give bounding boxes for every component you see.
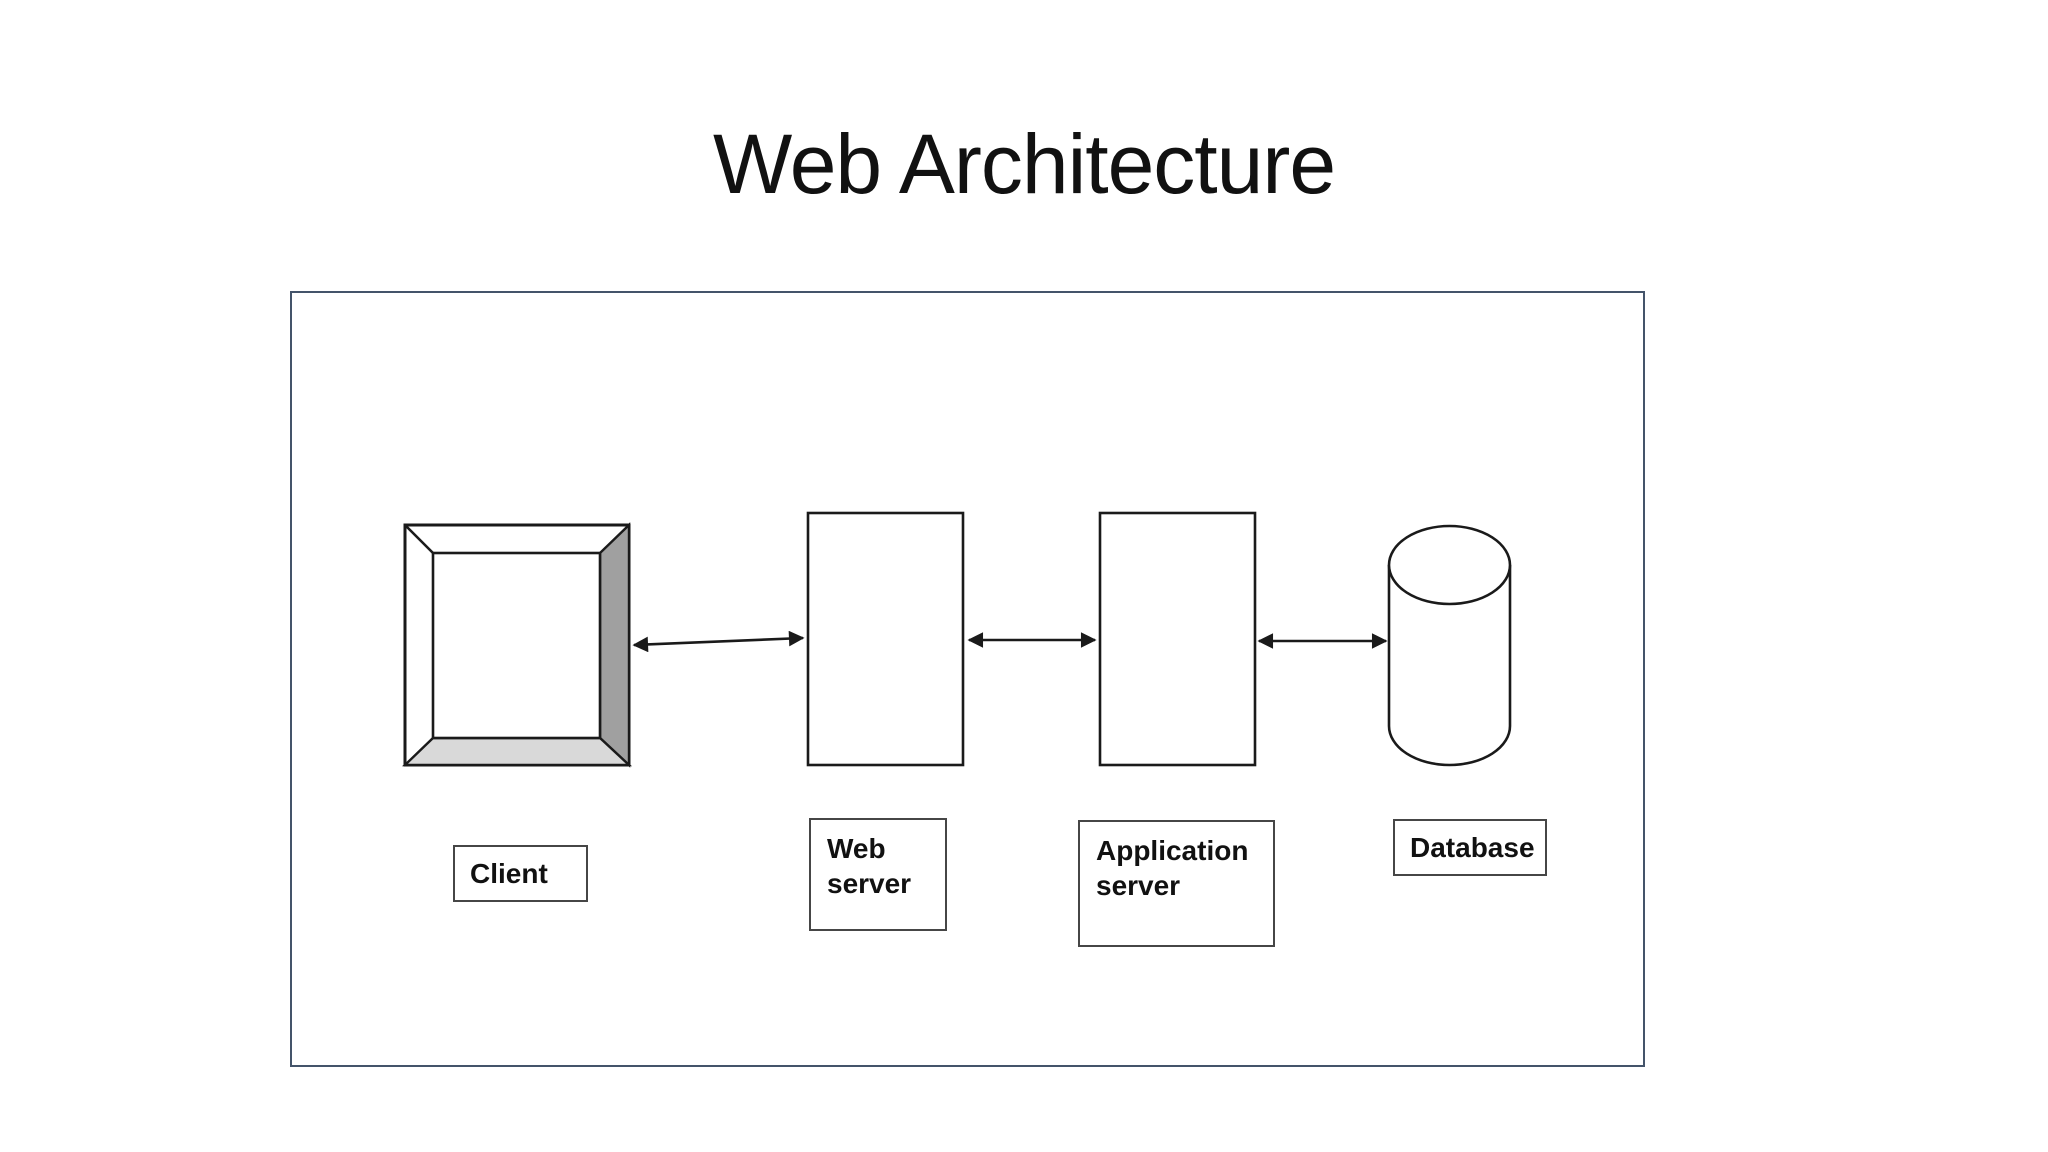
cylinder-body	[1387, 565, 1512, 767]
database-label: Database	[1393, 819, 1547, 876]
monitor-right-bevel	[598, 522, 631, 768]
page-title: Web Architecture	[712, 117, 1336, 211]
client-label: Client	[453, 845, 588, 902]
web-server-label: Web server	[809, 818, 947, 931]
monitor-screen	[431, 551, 602, 740]
monitor-corner-diagonal	[404, 524, 434, 554]
application-server-label: Application server	[1078, 820, 1275, 947]
web-server-shape	[806, 511, 965, 767]
monitor-bottom-bevel	[402, 736, 633, 767]
arrow-client-webserver	[632, 630, 805, 653]
client-monitor-icon	[402, 522, 633, 768]
cylinder-top	[1387, 524, 1512, 606]
application-server-shape	[1098, 511, 1257, 767]
database-cylinder-icon	[1387, 524, 1512, 767]
